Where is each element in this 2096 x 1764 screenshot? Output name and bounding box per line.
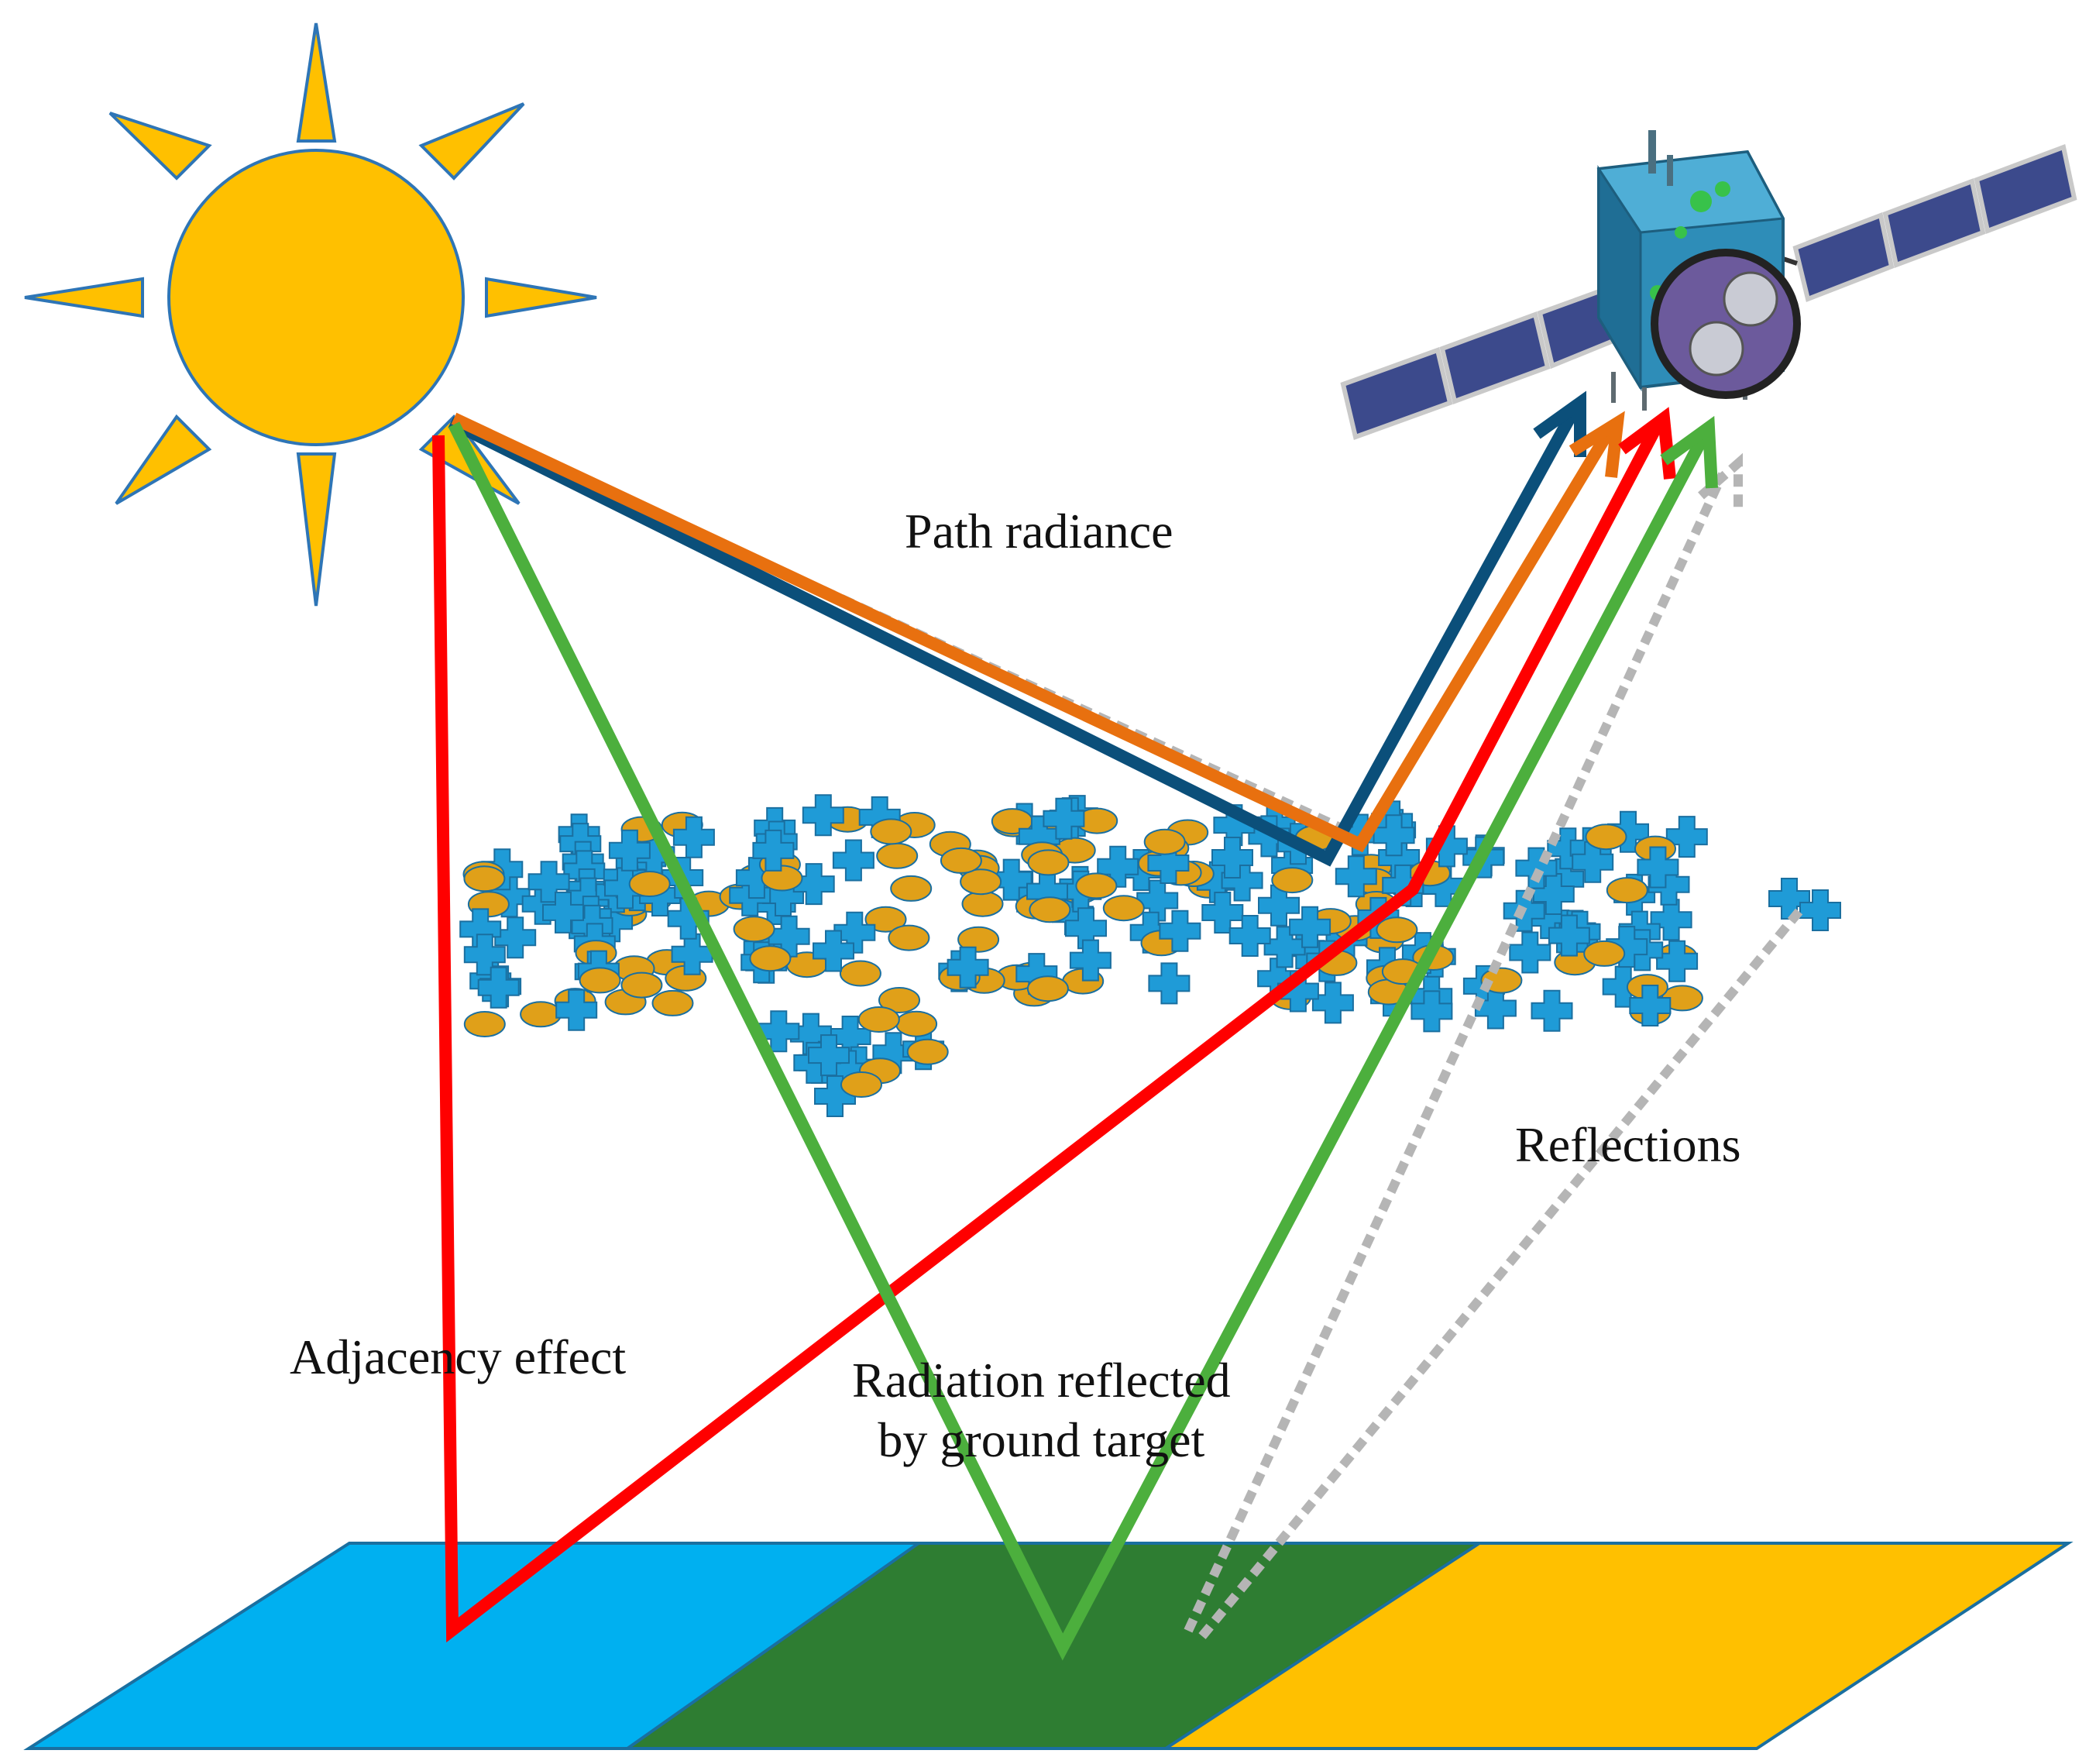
aerosol-particle — [620, 971, 663, 999]
aerosol-particle — [876, 842, 919, 869]
aerosol-particle — [1585, 824, 1627, 851]
aerosol-particle — [839, 960, 881, 987]
aerosol-particle — [1029, 896, 1071, 923]
label-adjacency-effect: Adjacency effect — [290, 1329, 627, 1384]
aerosol-particle — [1075, 872, 1118, 899]
aerosol-particle — [651, 989, 694, 1016]
satellite-icon — [1340, 130, 2077, 440]
aerosol-particle — [463, 865, 506, 892]
arrowhead-green — [1660, 415, 1718, 489]
ray-group — [432, 390, 1807, 1661]
aerosol-particle — [1606, 877, 1648, 904]
solar-panel-right — [1773, 143, 2077, 303]
label-path-radiance: Path radiance — [905, 504, 1173, 559]
reflection-ray-gray-2 — [1198, 903, 1807, 1639]
aerosol-particle — [1148, 962, 1191, 1005]
aerosol-particle — [840, 1071, 882, 1098]
aerosol-particle — [1531, 989, 1573, 1032]
reflection-ray-gray-1 — [1184, 472, 1727, 1633]
aerosol-particle — [579, 967, 621, 994]
aerosol-particle — [895, 1010, 938, 1037]
aerosol-particle — [870, 818, 912, 845]
ground-surface — [23, 1542, 2074, 1750]
aerosol-particle — [463, 1011, 506, 1037]
aerosol-particle — [733, 916, 775, 943]
ground-soil-strip — [1160, 1542, 2074, 1750]
aerosol-particle — [1027, 849, 1070, 876]
label-radiation-reflected: Radiation reflected by ground target — [852, 1351, 1231, 1470]
aerosol-particle — [832, 839, 874, 882]
aerosol-particle — [1143, 828, 1186, 855]
aerosol-particle — [1271, 867, 1314, 894]
aerosol-particle — [628, 871, 671, 897]
aerosol-particle — [1376, 916, 1418, 944]
path-radiance-ray-blue — [448, 404, 1582, 867]
aerosol-particle — [749, 945, 792, 972]
satellite-instrument — [1651, 249, 1801, 399]
adjacency-effect-ray-red — [432, 425, 1662, 1643]
label-radiation-reflected-line1: Radiation reflected — [852, 1353, 1231, 1408]
sun-icon — [24, 22, 597, 607]
aerosol-particle — [940, 847, 982, 874]
aerosol-particle — [857, 1006, 900, 1033]
aerosol-particle — [961, 890, 1004, 917]
ground-reflected-ray-green — [448, 421, 1710, 1661]
arrowhead-orange — [1569, 411, 1625, 478]
aerosol-particle — [1026, 975, 1069, 1002]
aerosol-particle — [890, 875, 933, 902]
aerosol-particle — [888, 924, 930, 951]
label-reflections: Reflections — [1515, 1117, 1741, 1172]
aerosol-particle — [1102, 895, 1145, 922]
path-radiance-ray-orange — [451, 412, 1617, 853]
label-radiation-reflected-line2: by ground target — [878, 1412, 1205, 1467]
reflection-arrowhead-gray — [1698, 452, 1743, 511]
aerosol-particle — [520, 1001, 562, 1028]
aerosol-particle — [906, 1038, 949, 1065]
aerosol-particle — [1583, 940, 1626, 967]
